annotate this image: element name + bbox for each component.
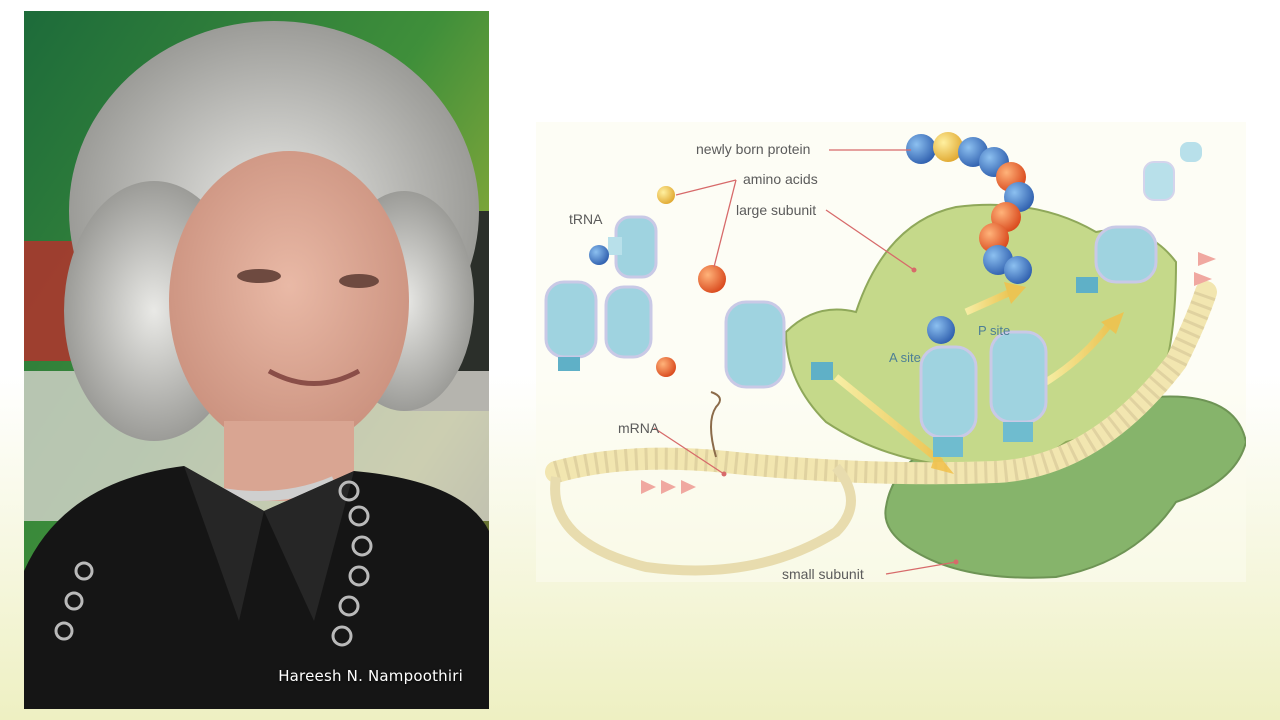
label-large-subunit: large subunit bbox=[736, 202, 816, 218]
trna-entering bbox=[724, 300, 833, 389]
portrait-photo: Hareesh N. Nampoothiri bbox=[24, 11, 489, 709]
trna-left-top bbox=[608, 215, 658, 279]
label-amino-acids: amino acids bbox=[743, 171, 818, 187]
photo-credit: Hareesh N. Nampoothiri bbox=[278, 667, 463, 685]
flow-arrows bbox=[833, 282, 1124, 474]
label-pointers bbox=[653, 149, 957, 575]
portrait-illustration bbox=[24, 11, 489, 709]
label-p-site: P site bbox=[978, 323, 1010, 338]
trna-molecules bbox=[544, 142, 1202, 457]
trna-released bbox=[1143, 142, 1202, 201]
label-mrna: mRNA bbox=[618, 420, 660, 436]
trna-exiting bbox=[1076, 225, 1158, 293]
label-a-site: A site bbox=[889, 350, 921, 365]
trna-a-site bbox=[919, 345, 978, 457]
amino-acids bbox=[589, 186, 955, 377]
label-newly-born-protein: newly born protein bbox=[696, 141, 810, 157]
ribosome-diagram: newly born protein amino acids tRNA larg… bbox=[536, 122, 1246, 582]
protein-chain bbox=[906, 132, 1034, 284]
label-trna: tRNA bbox=[569, 211, 603, 227]
label-small-subunit: small subunit bbox=[782, 566, 864, 582]
mrna-strand bbox=[545, 252, 1217, 576]
trna-left-mid bbox=[544, 280, 653, 371]
trna-p-site bbox=[989, 330, 1048, 442]
large-subunit-shape bbox=[784, 203, 1178, 469]
